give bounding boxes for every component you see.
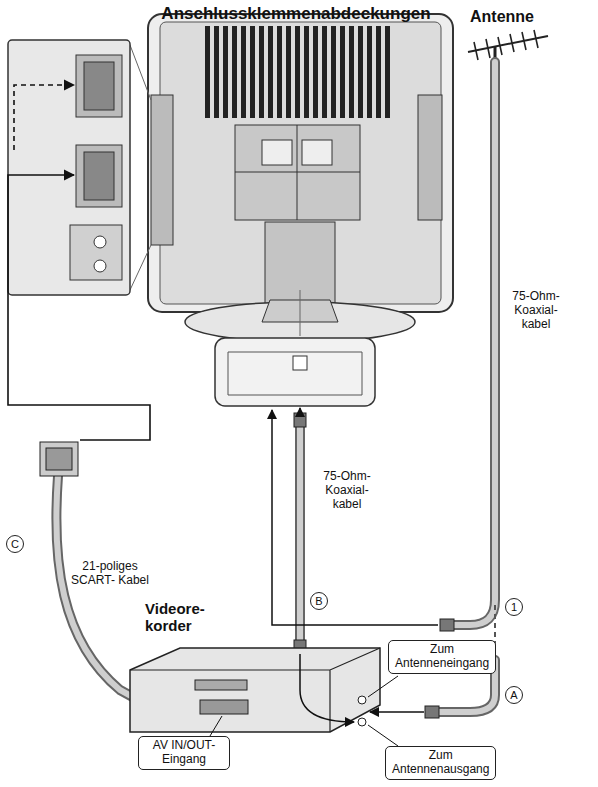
- callout-box: Zum Antennenausgang: [385, 746, 496, 780]
- vent-slot: [367, 26, 372, 118]
- box-text: AV IN/OUT- Eingang: [145, 739, 223, 767]
- box-text: Zum Antenneneingang: [395, 643, 489, 671]
- vent-slot: [205, 26, 210, 118]
- part-label: Videore- korder: [145, 600, 225, 635]
- vent-slot: [286, 26, 291, 118]
- callout-number: B: [310, 592, 328, 610]
- vent-slot: [295, 26, 300, 118]
- part-label: Antenne: [470, 8, 534, 26]
- vent-slot: [223, 26, 228, 118]
- vent-slot: [259, 26, 264, 118]
- vent-slot: [349, 26, 354, 118]
- cable-outer: [295, 427, 305, 640]
- vent-slot: [331, 26, 336, 118]
- cable-label: 75-Ohm- Koaxial- kabel: [505, 290, 567, 331]
- vent-slot: [241, 26, 246, 118]
- vent-slot: [358, 26, 363, 118]
- callout-box: AV IN/OUT- Eingang: [138, 736, 230, 770]
- vent-slot: [268, 26, 273, 118]
- box-text: Zum Antennenausgang: [392, 749, 489, 777]
- callout-number: 1: [505, 598, 523, 616]
- vent-slot: [340, 26, 345, 118]
- callout-number: A: [505, 686, 523, 704]
- callout-box: Zum Antenneneingang: [388, 640, 496, 674]
- vent-slot: [277, 26, 282, 118]
- cable-inner: [454, 62, 495, 625]
- vent-slot: [385, 26, 390, 118]
- cable-label: 21-poliges SCART- Kabel: [70, 560, 150, 588]
- vent-slot: [250, 26, 255, 118]
- vent-slot: [304, 26, 309, 118]
- vent-slot: [313, 26, 318, 118]
- cable-label: 75-Ohm- Koaxial- kabel: [316, 470, 378, 511]
- vent-slot: [376, 26, 381, 118]
- vent-slot: [232, 26, 237, 118]
- vent-slot: [214, 26, 219, 118]
- callout-number: C: [6, 535, 24, 553]
- cable-outer: [454, 62, 495, 625]
- vent-slot: [322, 26, 327, 118]
- cable-inner: [297, 427, 303, 640]
